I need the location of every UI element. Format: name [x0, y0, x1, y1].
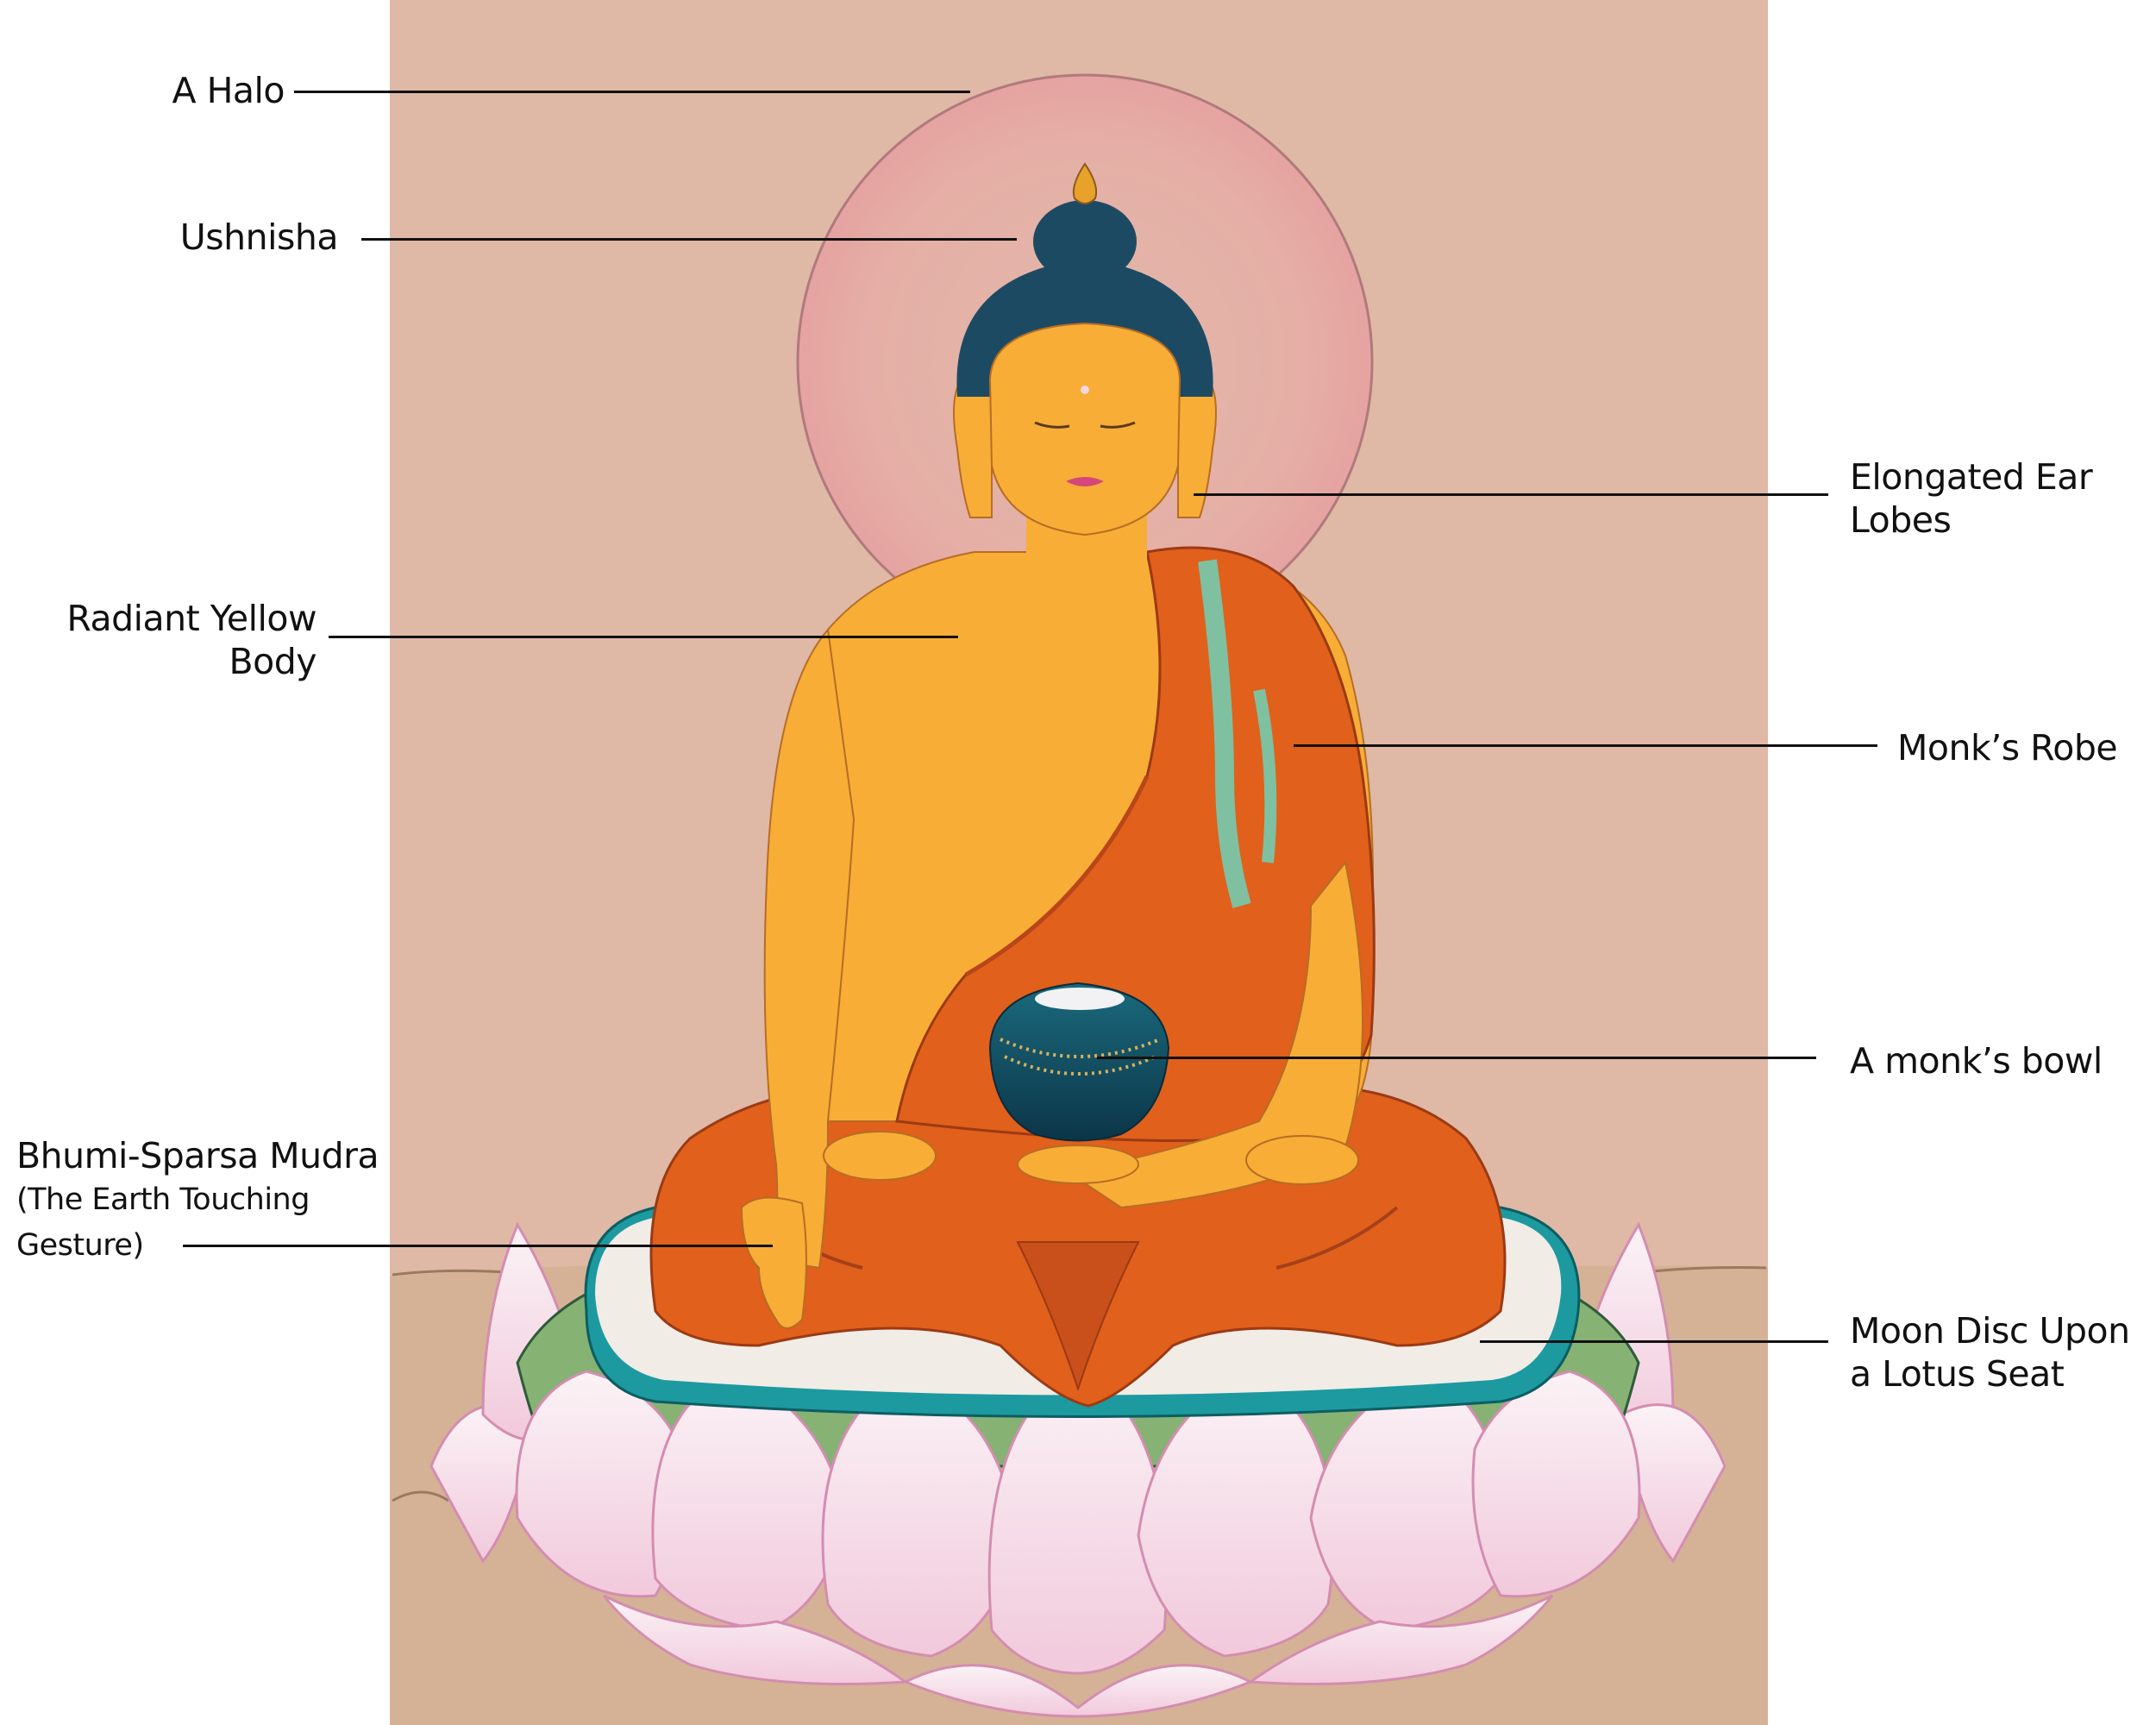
- label-bhumi-sparsa-mudra: Bhumi-Sparsa Mudra (The Earth Touching G…: [16, 1135, 379, 1263]
- ushnisha-leader-line: [361, 238, 1017, 241]
- ear-lobes-leader-line: [1194, 493, 1828, 496]
- mudra-leader-line: [183, 1245, 773, 1247]
- label-ushnisha: Ushnisha: [179, 216, 339, 258]
- body-leader-line: [329, 636, 958, 638]
- label-halo: A Halo: [172, 70, 285, 111]
- buddha-head: [953, 162, 1217, 578]
- label-moon-disc-lotus-seat: Moon Disc Upon a Lotus Seat: [1850, 1310, 2130, 1395]
- bowl-leader-line: [1097, 1057, 1816, 1059]
- robe-leader-line: [1294, 744, 1877, 747]
- label-elongated-ear-lobes: Elongated Ear Lobes: [1850, 456, 2093, 541]
- torso: [740, 546, 1376, 1329]
- label-radiant-yellow-body: Radiant Yellow Body: [66, 598, 317, 682]
- moon-disc-leader-line: [1480, 1340, 1828, 1343]
- label-monks-bowl: A monk’s bowl: [1850, 1040, 2103, 1082]
- monks-bowl: [988, 982, 1170, 1184]
- label-monks-robe: Monk’s Robe: [1897, 727, 2118, 768]
- halo-leader-line: [294, 91, 970, 93]
